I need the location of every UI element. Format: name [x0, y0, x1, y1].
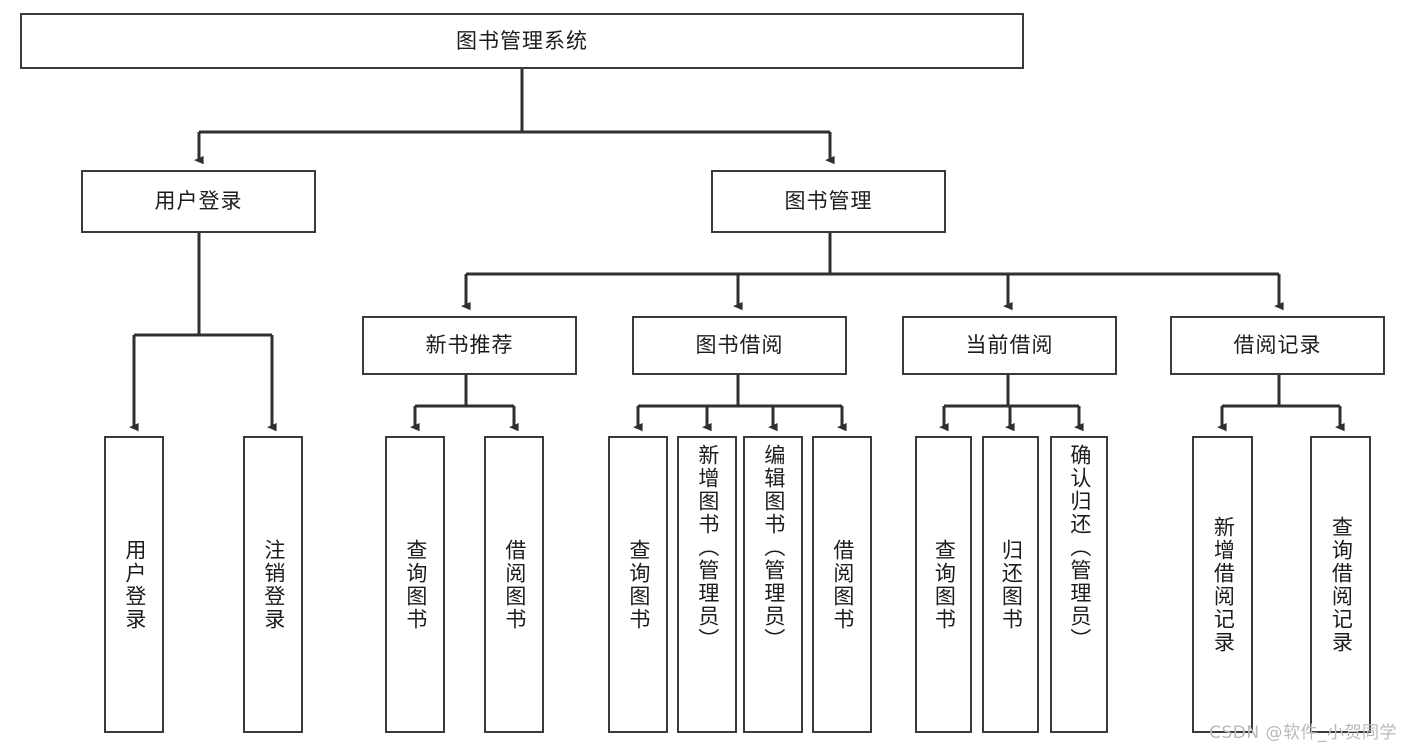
- node-root-label: 图书管理系统: [456, 28, 588, 53]
- node-book-manage-label: 图书管理: [784, 189, 873, 214]
- leaf-query-record[interactable]: 查询借阅记录: [1310, 436, 1371, 733]
- leaf-borrow-book-a[interactable]: 借阅图书: [484, 436, 544, 733]
- leaf-borrow-book-a-label: 借阅图书: [502, 538, 527, 631]
- node-new-book-rec[interactable]: 新书推荐: [362, 316, 577, 375]
- leaf-edit-book-label: 编辑图书（管理员）: [761, 444, 786, 651]
- node-root[interactable]: 图书管理系统: [20, 13, 1024, 69]
- leaf-add-book-label: 新增图书（管理员）: [695, 444, 720, 651]
- leaf-return-book-label: 归还图书: [999, 538, 1024, 631]
- leaf-edit-book[interactable]: 编辑图书（管理员）: [743, 436, 803, 733]
- leaf-return-book[interactable]: 归还图书: [982, 436, 1039, 733]
- leaf-add-record-label: 新增借阅记录: [1211, 515, 1236, 654]
- node-book-borrow[interactable]: 图书借阅: [632, 316, 847, 375]
- leaf-confirm-return[interactable]: 确认归还（管理员）: [1050, 436, 1108, 733]
- leaf-query-book-c[interactable]: 查询图书: [915, 436, 972, 733]
- leaf-borrow-book-b-label: 借阅图书: [830, 538, 855, 631]
- node-current-borrow-label: 当前借阅: [965, 333, 1054, 358]
- node-current-borrow[interactable]: 当前借阅: [902, 316, 1117, 375]
- watermark: CSDN @软件_小贺同学: [1209, 723, 1397, 743]
- leaf-query-book-a-label: 查询图书: [403, 538, 428, 631]
- leaf-query-book-c-label: 查询图书: [932, 538, 957, 631]
- node-user-login[interactable]: 用户登录: [81, 170, 316, 233]
- leaf-confirm-return-label: 确认归还（管理员）: [1067, 444, 1092, 651]
- leaf-query-book-a[interactable]: 查询图书: [385, 436, 445, 733]
- leaf-user-logout-label: 注销登录: [261, 538, 286, 631]
- leaf-query-book-b-label: 查询图书: [626, 538, 651, 631]
- leaf-user-login[interactable]: 用户登录: [104, 436, 164, 733]
- node-book-manage[interactable]: 图书管理: [711, 170, 946, 233]
- node-new-book-rec-label: 新书推荐: [425, 333, 514, 358]
- node-borrow-record[interactable]: 借阅记录: [1170, 316, 1385, 375]
- leaf-user-login-label: 用户登录: [122, 538, 147, 631]
- node-book-borrow-label: 图书借阅: [695, 333, 784, 358]
- leaf-query-record-label: 查询借阅记录: [1329, 515, 1354, 654]
- node-borrow-record-label: 借阅记录: [1233, 333, 1322, 358]
- node-user-login-label: 用户登录: [154, 189, 243, 214]
- leaf-add-record[interactable]: 新增借阅记录: [1192, 436, 1253, 733]
- leaf-borrow-book-b[interactable]: 借阅图书: [812, 436, 872, 733]
- leaf-user-logout[interactable]: 注销登录: [243, 436, 303, 733]
- leaf-query-book-b[interactable]: 查询图书: [608, 436, 668, 733]
- leaf-add-book[interactable]: 新增图书（管理员）: [677, 436, 737, 733]
